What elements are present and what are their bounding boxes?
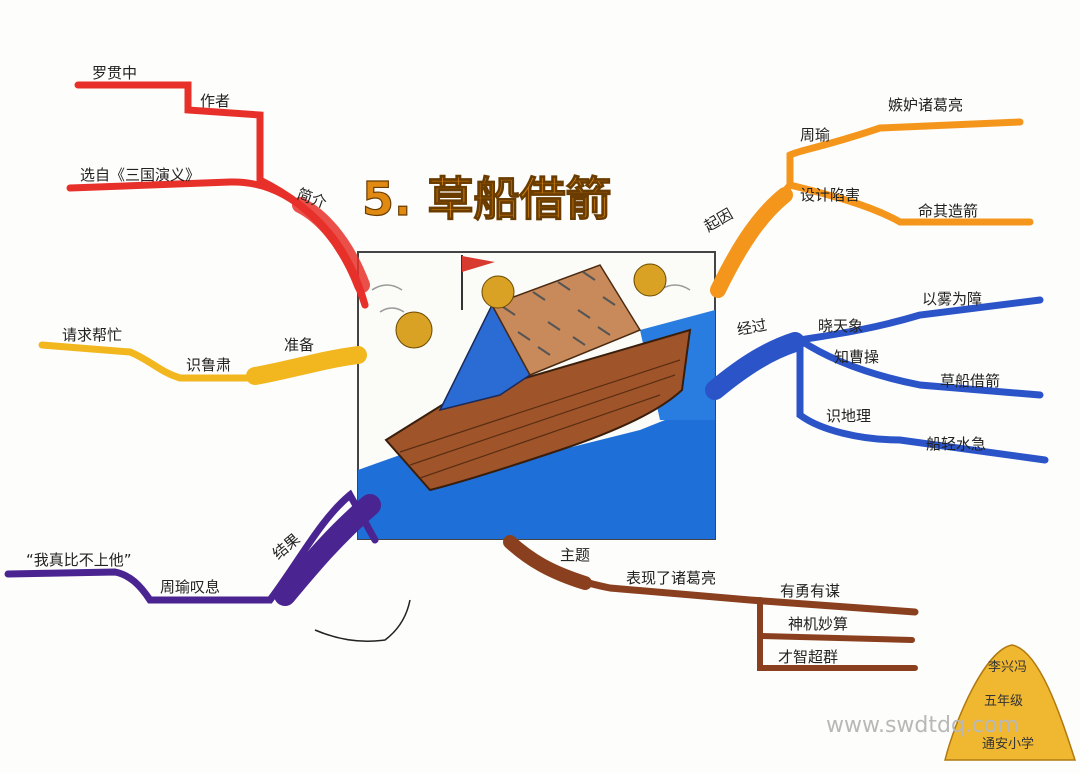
branch-label-zhuti: 主题 xyxy=(560,546,590,564)
node-jiduzhugeliang: 嫉妒诸葛亮 xyxy=(888,96,963,114)
node-biaoxianle: 表现了诸葛亮 xyxy=(626,569,716,587)
node-shejixianhai: 设计陷害 xyxy=(800,186,860,204)
branch-jingguo: 经过 晓天象 以雾为障 知曹操 草船借箭 识地理 船轻水急 xyxy=(705,290,1049,464)
node-chuanqingshuiji: 船轻水急 xyxy=(926,435,986,453)
node-zhicaocao: 知曹操 xyxy=(834,348,879,366)
node-luoguanzhong: 罗贯中 xyxy=(92,64,137,82)
signature-mound: 李兴冯 五年级 通安小学 xyxy=(944,644,1077,761)
branch-qiyin: 起因 周瑜 嫉妒诸葛亮 设计陷害 命其造箭 xyxy=(701,96,1034,298)
node-zhouyutanxi: 周瑜叹息 xyxy=(160,578,220,596)
branch-label-zhunbei: 准备 xyxy=(284,336,314,354)
node-shidili: 识地理 xyxy=(826,407,871,425)
node-wozhenbibushangta: “我真比不上他” xyxy=(26,551,132,569)
signature-name: 李兴冯 xyxy=(988,660,1027,675)
node-shilusu: 识鲁肃 xyxy=(186,356,231,374)
branch-jieguo: 结果 周瑜叹息 “我真比不上他” xyxy=(4,489,411,642)
branch-zhunbei: 准备 识鲁肃 请求帮忙 xyxy=(38,326,367,385)
signature-school: 通安小学 xyxy=(982,736,1034,752)
node-xuanzi: 选自《三国演义》 xyxy=(80,166,200,184)
branch-zhuti: 主题 表现了诸葛亮 有勇有谋 神机妙算 才智超群 xyxy=(503,535,919,671)
node-qiuqiubangmang: 请求帮忙 xyxy=(62,326,122,344)
map-title: 5. 草船借箭 xyxy=(362,172,612,226)
central-illustration xyxy=(357,251,716,540)
node-youyongyoumou: 有勇有谋 xyxy=(780,582,840,600)
node-zuozhe: 作者 xyxy=(200,92,230,110)
node-caochuanjiejian: 草船借箭 xyxy=(940,372,1000,390)
node-zhouyu: 周瑜 xyxy=(800,126,830,144)
node-yiwuweizhang: 以雾为障 xyxy=(922,290,982,308)
node-xiaotianxiang: 晓天象 xyxy=(818,317,863,335)
node-caizhichaoqun: 才智超群 xyxy=(778,648,838,666)
branch-jianjie: 简介 作者 罗贯中 选自《三国演义》 xyxy=(66,64,370,309)
watermark: www.swdtdq.com xyxy=(826,713,1019,738)
node-mingqizaojian: 命其造箭 xyxy=(918,202,978,220)
branch-label-qiyin: 起因 xyxy=(701,205,736,236)
branch-label-jingguo: 经过 xyxy=(736,316,769,339)
node-shenjimiaosuan: 神机妙算 xyxy=(788,615,848,633)
signature-grade: 五年级 xyxy=(984,694,1023,709)
